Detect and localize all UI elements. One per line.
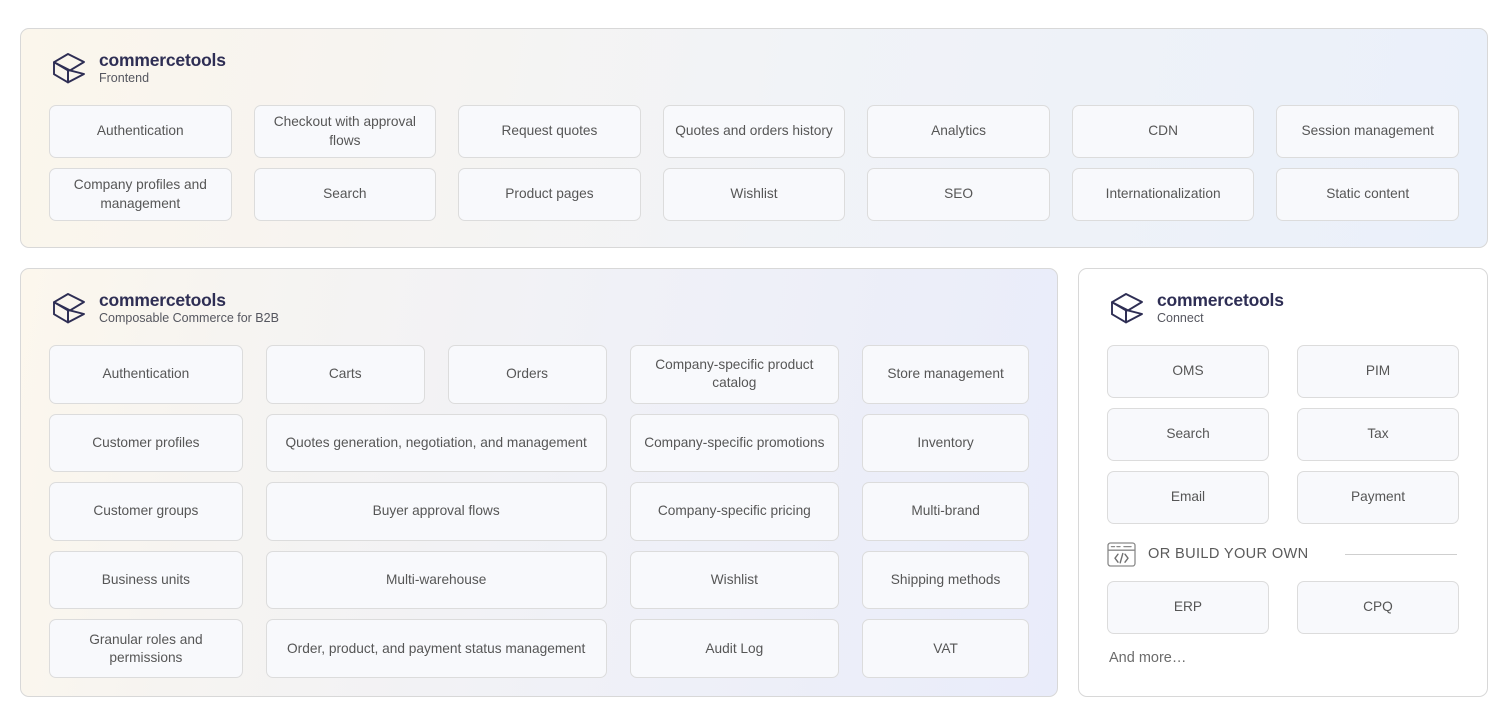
integration-tile[interactable]: ERP <box>1107 581 1269 634</box>
commercetools-cube-logo-icon <box>49 288 89 328</box>
integration-tile[interactable]: Search <box>1107 408 1269 461</box>
integration-tile[interactable]: Email <box>1107 471 1269 524</box>
capability-tile[interactable]: Product pages <box>458 168 641 221</box>
capability-tile[interactable]: Company-specific pricing <box>629 482 840 541</box>
code-window-icon <box>1107 541 1136 567</box>
capability-tile[interactable]: Internationalization <box>1071 168 1255 221</box>
capability-tile[interactable]: Request quotes <box>458 105 641 158</box>
integration-tile[interactable]: CPQ <box>1297 581 1459 634</box>
capability-tile[interactable]: Search <box>253 168 437 221</box>
capability-tile[interactable]: SEO <box>867 168 1050 221</box>
capability-tile[interactable]: Buyer approval flows <box>265 482 607 541</box>
capability-tile[interactable]: VAT <box>862 619 1029 678</box>
integration-tile[interactable]: Tax <box>1297 408 1459 461</box>
capability-tile[interactable]: Company-specific promotions <box>629 413 840 473</box>
frontend-brand-header: commercetools Frontend <box>49 45 1459 91</box>
build-your-own-row: OR BUILD YOUR OWN <box>1107 539 1459 569</box>
frontend-capability-grid: Authentication Checkout with approval fl… <box>49 105 1459 221</box>
b2b-brand-text: commercetools Composable Commerce for B2… <box>99 289 279 326</box>
capability-tile[interactable]: Shipping methods <box>862 550 1029 610</box>
and-more-label: And more… <box>1109 650 1187 666</box>
capability-tile[interactable]: Company-specific product catalog <box>629 345 840 404</box>
capability-tile[interactable]: Customer groups <box>49 482 243 541</box>
capability-tile[interactable]: Checkout with approval flows <box>253 105 437 158</box>
b2b-capability-grid: Authentication Carts Orders Company-spec… <box>49 345 1029 678</box>
capability-tile[interactable]: Inventory <box>862 413 1029 473</box>
commercetools-cube-logo-icon <box>1107 288 1147 328</box>
b2b-brand-sub: Composable Commerce for B2B <box>99 311 279 326</box>
capability-tile[interactable]: Wishlist <box>629 550 840 610</box>
connect-integration-grid: OMS PIM Search Tax Email Payment <box>1107 345 1459 524</box>
connect-brand-name: commercetools <box>1157 289 1284 310</box>
capability-tile[interactable]: Audit Log <box>629 619 840 678</box>
capability-tile[interactable]: Authentication <box>49 345 243 404</box>
capability-tile[interactable]: Session management <box>1276 105 1459 158</box>
capability-tile[interactable]: CDN <box>1071 105 1255 158</box>
integration-tile[interactable]: PIM <box>1297 345 1459 398</box>
connect-brand-text: commercetools Connect <box>1157 289 1284 326</box>
capability-tile[interactable]: Quotes generation, negotiation, and mana… <box>265 413 607 473</box>
frontend-panel: commercetools Frontend Authentication Ch… <box>20 28 1488 248</box>
capability-tile[interactable]: Customer profiles <box>49 413 243 473</box>
integration-tile[interactable]: Payment <box>1297 471 1459 524</box>
capability-tile[interactable]: Order, product, and payment status manag… <box>265 619 607 678</box>
capability-tile[interactable]: Analytics <box>867 105 1050 158</box>
capability-tile[interactable]: Company profiles and management <box>49 168 232 221</box>
connect-brand-header: commercetools Connect <box>1107 285 1459 331</box>
capability-tile[interactable]: Wishlist <box>662 168 846 221</box>
connect-custom-grid: ERP CPQ <box>1107 581 1459 634</box>
integration-tile[interactable]: OMS <box>1107 345 1269 398</box>
commercetools-cube-logo-icon <box>49 48 89 88</box>
capability-tile[interactable]: Multi-warehouse <box>265 550 607 610</box>
capability-tile[interactable]: Granular roles and permissions <box>49 619 243 678</box>
b2b-brand-header: commercetools Composable Commerce for B2… <box>49 285 1029 331</box>
capability-tile[interactable]: Quotes and orders history <box>662 105 846 158</box>
frontend-brand-sub: Frontend <box>99 71 150 86</box>
capability-tile[interactable]: Store management <box>862 345 1029 404</box>
connect-brand-sub: Connect <box>1157 311 1204 326</box>
lower-panels-row: commercetools Composable Commerce for B2… <box>20 268 1488 697</box>
frontend-brand-name: commercetools <box>99 49 226 70</box>
connect-body: OMS PIM Search Tax Email Payment <box>1107 345 1459 678</box>
build-divider <box>1344 553 1457 555</box>
connect-panel: commercetools Connect OMS PIM Search Tax… <box>1078 268 1488 697</box>
capability-tile[interactable]: Multi-brand <box>862 482 1029 541</box>
frontend-brand-text: commercetools Frontend <box>99 49 226 86</box>
capability-tile[interactable]: Static content <box>1276 168 1459 221</box>
capability-tile[interactable]: Business units <box>49 550 243 610</box>
b2b-brand-name: commercetools <box>99 289 226 310</box>
capability-tile[interactable]: Authentication <box>49 105 232 158</box>
build-your-own-label: OR BUILD YOUR OWN <box>1148 546 1309 562</box>
b2b-panel: commercetools Composable Commerce for B2… <box>20 268 1058 697</box>
capability-tile[interactable]: Carts <box>265 345 425 404</box>
capability-tile[interactable]: Orders <box>447 345 607 404</box>
